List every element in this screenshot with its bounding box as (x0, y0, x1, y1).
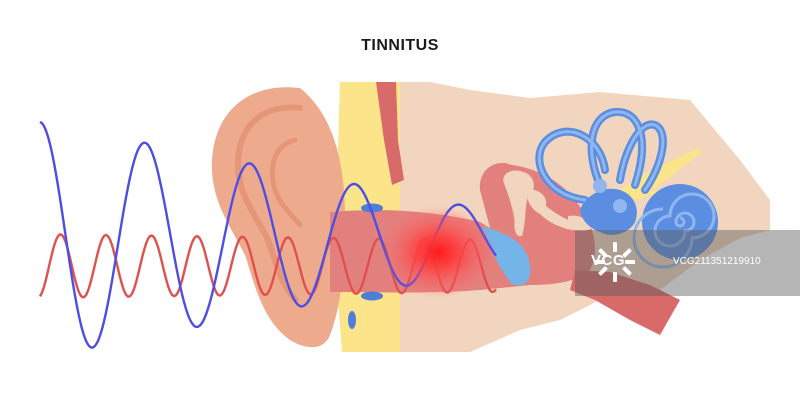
outer-ear-inner-fold (269, 137, 303, 228)
vestibule-saccule (593, 179, 607, 193)
page-title: TINNITUS (361, 37, 439, 54)
watermark: VCG VCG211351219910 (575, 230, 800, 296)
vestibule-utricle (613, 199, 627, 213)
ossicle-stapes (568, 215, 592, 231)
bone-marker-lower (348, 311, 356, 329)
watermark-burst-icon (595, 242, 635, 282)
muscle-strip-top (376, 82, 404, 185)
ossicle-incus (527, 189, 578, 230)
watermark-logo: VCG (591, 252, 626, 269)
watermark-id: VCG211351219910 (673, 256, 761, 267)
cochlea-spiral (632, 192, 716, 269)
ossicle-malleus (503, 170, 534, 237)
cochlea (642, 184, 718, 260)
bone-marker-bottom (361, 291, 383, 301)
bone-marker-top (361, 203, 383, 213)
muscle-strip-bottom (570, 270, 680, 335)
cochlear-nerve (620, 148, 702, 200)
tinnitus-hotspot (380, 206, 496, 298)
outer-ear (211, 87, 346, 348)
